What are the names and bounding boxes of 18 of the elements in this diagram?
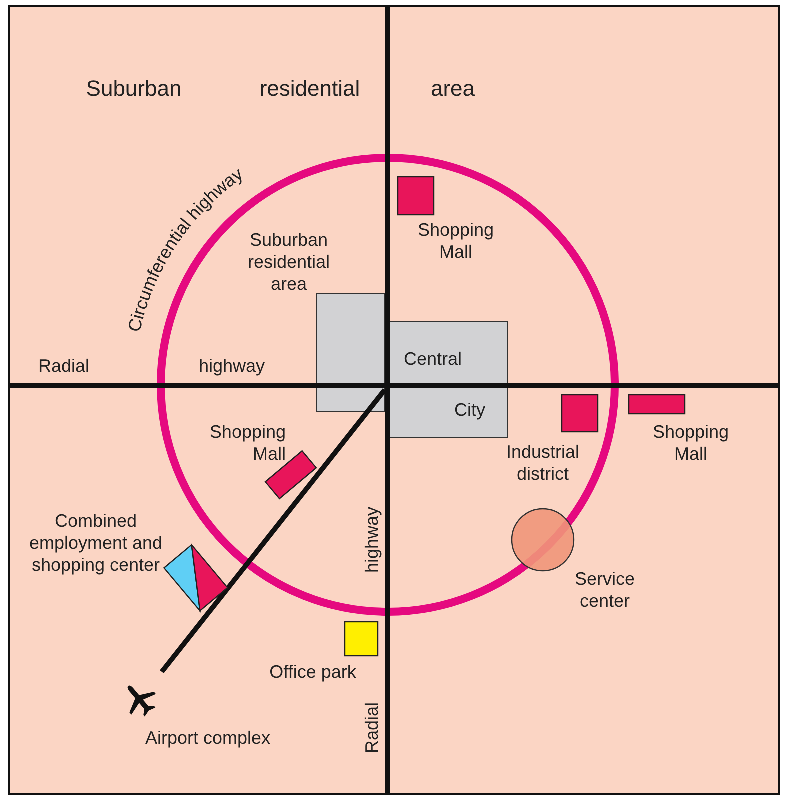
map-label: Service center [574,568,636,612]
map-label: area [430,78,476,100]
map-label: Shopping Mall [208,421,286,465]
map-label: Industrial district [505,441,581,485]
map-label: City [454,399,486,421]
map-label: Suburban residential area [246,229,332,295]
map-label: Shopping Mall [416,219,496,263]
map-label: Airport complex [145,727,271,749]
map-label: Radial [361,702,383,754]
map-label: Shopping Mall [652,421,730,465]
map-label: Combined employment and shopping center [28,510,164,576]
map-label: Office park [270,661,356,683]
map-label: Radial [38,355,90,377]
map-label: residential [260,78,360,100]
map-label: highway [198,355,266,377]
map-label: Central [404,348,462,370]
map-label: highway [361,506,383,574]
map-label: Suburban [86,78,182,100]
